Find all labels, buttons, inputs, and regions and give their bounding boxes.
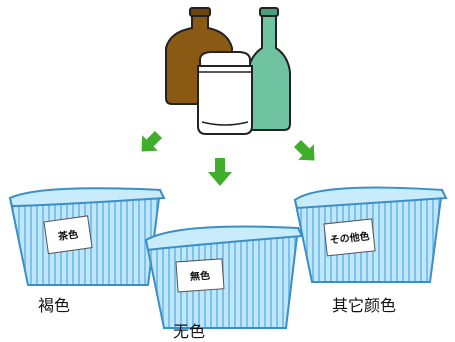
arrow-left-icon — [141, 130, 163, 152]
caption-other: 其它颜色 — [332, 296, 397, 315]
basket-other: その他色 — [293, 186, 448, 283]
arrow-down-icon — [208, 158, 232, 186]
caption-brown: 褐色 — [38, 296, 71, 315]
green-bottle — [247, 7, 291, 131]
basket-clear: 無色 — [144, 225, 304, 329]
basket-brown: 茶色 — [8, 187, 166, 286]
caption-clear: 无色 — [173, 322, 206, 341]
tag-clear: 無色 — [190, 269, 211, 283]
arrow-right-icon — [293, 139, 315, 161]
tag-other: その他色 — [329, 229, 370, 246]
clear-jar — [197, 51, 253, 135]
tag-brown: 茶色 — [56, 227, 79, 243]
